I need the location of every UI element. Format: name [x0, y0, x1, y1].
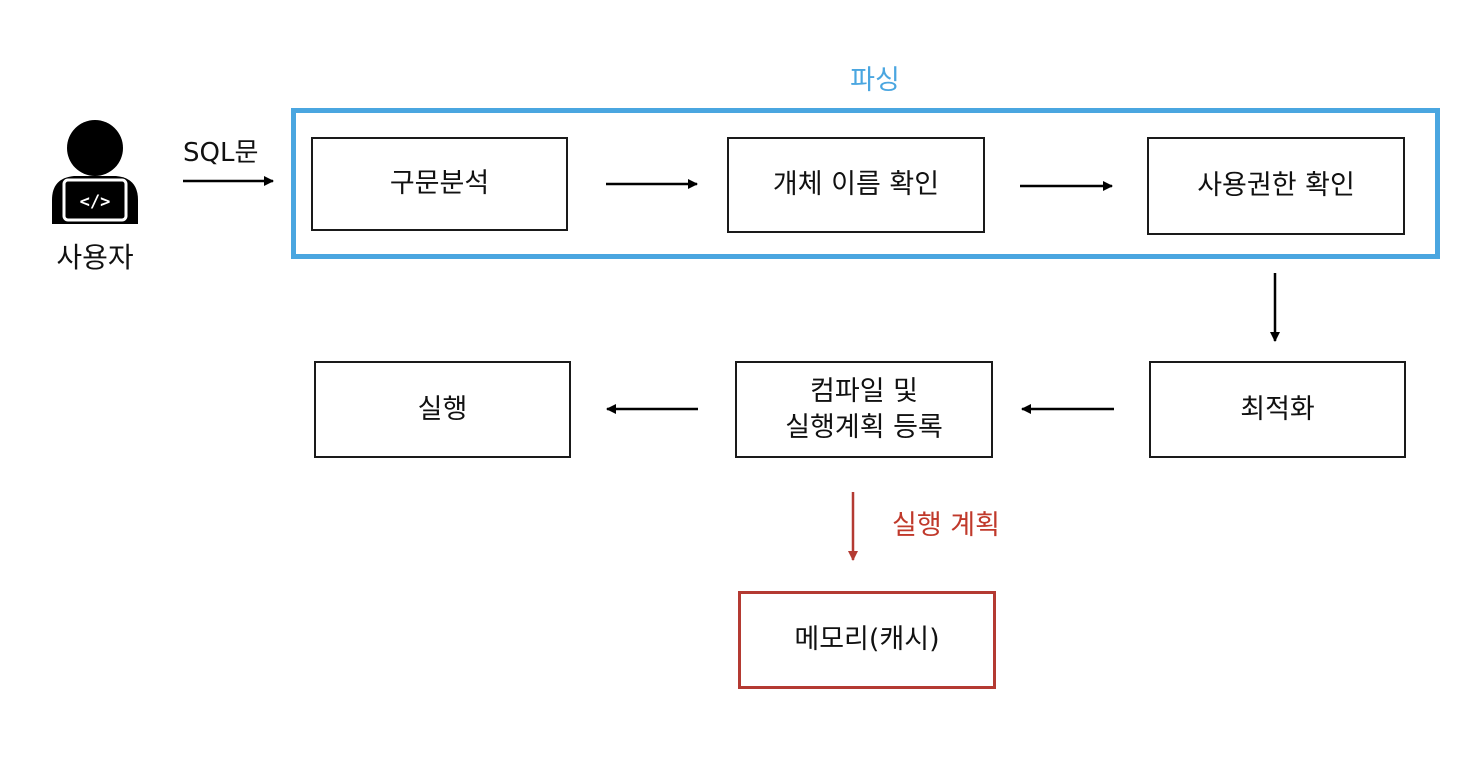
- compile-line-2: 실행계획 등록: [785, 411, 943, 443]
- memory-cache-box: 메모리(캐시): [738, 591, 996, 689]
- optimization-label: 최적화: [1240, 393, 1315, 425]
- object-name-check-box: 개체 이름 확인: [727, 137, 985, 233]
- syntax-analysis-box: 구문분석: [311, 137, 568, 231]
- sql-label: SQL문: [183, 138, 259, 168]
- privilege-check-label: 사용권한 확인: [1197, 170, 1355, 201]
- privilege-check-box: 사용권한 확인: [1147, 137, 1405, 235]
- parsing-title: 파싱: [850, 65, 900, 96]
- user-developer-icon: </>: [48, 118, 142, 224]
- syntax-analysis-label: 구문분석: [389, 168, 490, 199]
- compile-line-1: 컴파일 및: [810, 375, 918, 407]
- compile-register-box: 컴파일 및 실행계획 등록: [735, 361, 993, 458]
- execute-label: 실행: [417, 393, 468, 425]
- object-name-check-label: 개체 이름 확인: [772, 169, 940, 200]
- parsing-frame: [291, 108, 1440, 259]
- execute-box: 실행: [314, 361, 571, 458]
- svg-text:</>: </>: [80, 192, 111, 212]
- memory-cache-label: 메모리(캐시): [794, 624, 940, 655]
- optimization-box: 최적화: [1149, 361, 1406, 458]
- execution-plan-label: 실행 계획: [892, 510, 1000, 541]
- user-label: 사용자: [56, 241, 134, 274]
